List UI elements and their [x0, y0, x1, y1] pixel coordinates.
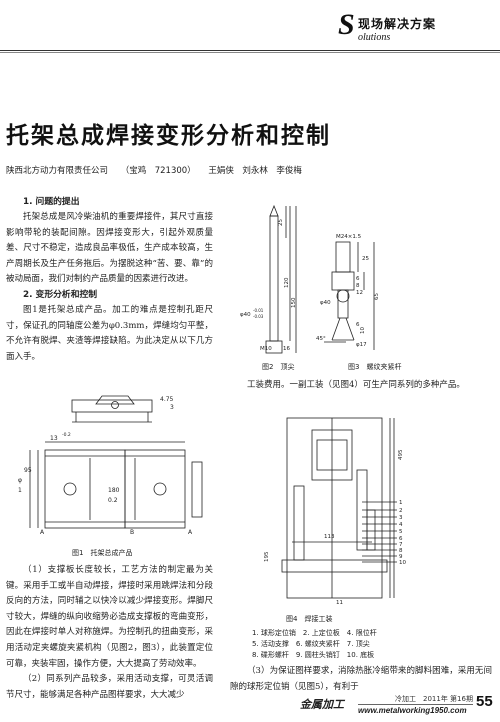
fig4-callout-1: 1	[399, 500, 403, 506]
fig3-dim-phi40: φ40	[320, 300, 331, 306]
fig4-dim-195: 195	[264, 551, 270, 562]
figure-1: 4.75 3 13 -0.2 1 φ 95 180 0.2 A A B	[10, 392, 210, 542]
fig2-dim-m10: M10	[260, 346, 272, 352]
fig2-tol-upper: -0.01	[253, 308, 264, 313]
fig4-callout-8: 8	[399, 548, 403, 554]
fig3-dim-65: 65	[374, 293, 380, 300]
fig3-dim-25: 25	[362, 256, 369, 262]
figure-3-caption: 图3 螺纹夹紧杆	[348, 363, 402, 371]
fig3-dim-6b: 6	[356, 322, 360, 328]
author-organization: 陕西北方动力有限责任公司	[6, 166, 109, 176]
fig4-callout-4: 4	[399, 522, 403, 528]
fig3-dim-6: 6	[356, 276, 360, 282]
footer-logo: 金属加工	[300, 698, 344, 711]
right-column-lower: （3）为保证图样要求，消除热胀冷缩带来的脚料困难，采用无间隙的球形定位销（见图5…	[230, 664, 492, 695]
figure-1-drawing: 4.75 3 13 -0.2 1 φ 95 180 0.2 A A B	[18, 395, 203, 536]
fig4-callout-2: 2	[399, 508, 403, 514]
brand-letter: S	[338, 8, 355, 41]
fig2-dim-150: 150	[291, 297, 297, 308]
figure-4-legend-line-2: 5. 活动支撑 6. 螺纹夹紧杆 7. 顶尖	[252, 640, 370, 648]
figure-3: M24×1.5 25 6 8 12 65 φ40 6 10 φ17 45°	[316, 230, 491, 360]
fig3-dim-phi17: φ17	[356, 342, 367, 348]
figure-4-drawing: 113 195 495 11 1 2 3 4 5 6 7 8 9 10	[264, 417, 406, 606]
fig1-dim-475: 4.75	[160, 396, 174, 403]
section-2-heading: 2. 变形分析和控制	[23, 289, 98, 300]
header-divider-thin	[0, 52, 500, 53]
header-divider	[0, 50, 500, 51]
author-names: 王娟侠 刘永林 李俊梅	[208, 166, 302, 176]
section-1-heading: 1. 问题的提出	[23, 197, 80, 207]
fig2-dim-120: 120	[284, 277, 290, 288]
footer-divider	[358, 704, 473, 705]
byline: 陕西北方动力有限责任公司 （宝鸡 721300） 王娟侠 刘永林 李俊梅	[6, 164, 312, 176]
fig2-dim-25: 25	[278, 219, 284, 226]
right-column-upper: 工装费用。一副工装（见图4）可生产同系列的多种产品。	[230, 378, 492, 394]
fig3-dim-12: 12	[356, 290, 363, 296]
fig1-dim-3: 3	[170, 404, 174, 411]
fig2-tol-lower: -0.03	[253, 314, 264, 319]
section-2-paragraph-2: （1）支撑板长度较长，工艺方法的制定最为关键。采用手工或半自动焊接，焊接时采用跳…	[6, 565, 213, 669]
section-2-paragraph-1: 图1是托架总成产品。加工的难点是控制孔距尺寸，保证孔的同轴度公差为φ0.3mm，…	[6, 304, 213, 362]
figure-4-legend-line-1: 1. 球形定位销 2. 上定位板 4. 限位杆	[252, 629, 377, 637]
left-column-upper: 1. 问题的提出 托架总成是风冷柴油机的重要焊接件，其尺寸直接影响带轮的装配间隙…	[6, 195, 213, 365]
fig1-datum-a: A	[40, 529, 45, 536]
fig4-callout-3: 3	[399, 515, 403, 521]
fig4-dim-113: 113	[324, 534, 335, 540]
left-column-lower: （1）支撑板长度较长，工艺方法的制定最为关键。采用手工或半自动焊接，焊接时采用跳…	[6, 563, 213, 703]
brand-chinese: 现场解决方案	[358, 17, 437, 31]
fig1-dim-180: 180	[108, 487, 120, 494]
author-address: （宝鸡 721300）	[120, 166, 196, 176]
brand-english: olutions	[358, 32, 391, 43]
fig1-dim-13: 13	[50, 435, 58, 442]
figure-4-legend-line-3: 8. 碟形螺杆 9. 圆柱头销钉 10. 底板	[252, 651, 375, 659]
page-number: 55	[476, 693, 493, 710]
section-2-paragraph-3: （2）同系列产品较多，采用活动支撑，可灵活调节尺寸，能够满足各种产品图样要求，大…	[6, 674, 213, 700]
fig3-dim-45deg: 45°	[316, 336, 326, 342]
fig1-datum-a2: A	[188, 529, 193, 536]
fig4-dim-11: 11	[336, 600, 343, 606]
fig4-dim-495: 495	[398, 449, 404, 460]
figure-2: 25 120 150 φ40 -0.01 -0.03 M10 16	[230, 198, 300, 358]
fig4-callout-5: 5	[399, 529, 403, 535]
right-paragraph-1: 工装费用。一副工装（见图4）可生产同系列的多种产品。	[247, 380, 465, 390]
page-footer: 金属加工 冷加工 2011年 第16期 www.metalworking1950…	[300, 692, 500, 722]
figure-4-legend: 1. 球形定位销 2. 上定位板 4. 限位杆 5. 活动支撑 6. 螺纹夹紧杆…	[252, 628, 482, 661]
figure-4: 113 195 495 11 1 2 3 4 5 6 7 8 9 10	[262, 410, 492, 610]
fig3-dim-10: 10	[360, 327, 366, 334]
fig4-callout-10: 10	[399, 560, 406, 566]
footer-url: www.metalworking1950.com	[358, 706, 467, 715]
fig1-dim-tol: -0.2	[62, 432, 71, 438]
fig4-callout-7: 7	[399, 542, 403, 548]
fig1-dim-1: 1	[18, 487, 22, 494]
fig1-dim-phi: φ	[18, 477, 22, 484]
fig1-datum-b: B	[130, 529, 134, 536]
footer-issue: 冷加工 2011年 第16期	[395, 695, 473, 703]
figure-1-caption: 图1 托架总成产品	[72, 549, 133, 557]
fig3-dim-8: 8	[356, 283, 360, 289]
header-brand: S 现场解决方案 olutions	[338, 8, 478, 46]
section-1-paragraph: 托架总成是风冷柴油机的重要焊接件，其尺寸直接影响带轮的装配间隙。因焊接变形大，引…	[6, 212, 213, 285]
fig2-dim-16: 16	[283, 346, 290, 352]
article-title: 托架总成焊接变形分析和控制	[6, 123, 331, 149]
figure-3-drawing: M24×1.5 25 6 8 12 65 φ40 6 10 φ17 45°	[316, 234, 380, 350]
fig1-dim-02: 0.2	[108, 497, 118, 504]
figure-2-drawing: 25 120 150 φ40 -0.01 -0.03 M10 16	[240, 204, 297, 354]
fig4-callout-9: 9	[399, 554, 403, 560]
fig1-dim-95: 95	[24, 467, 32, 474]
figure-4-caption: 图4 焊接工装	[286, 615, 333, 623]
fig4-callout-6: 6	[399, 536, 403, 542]
fig3-dim-m24: M24×1.5	[336, 234, 362, 240]
right-paragraph-2: （3）为保证图样要求，消除热胀冷缩带来的脚料困难，采用无间隙的球形定位销（见图5…	[230, 666, 492, 692]
figure-2-caption: 图2 顶尖	[262, 363, 295, 371]
fig2-dim-phi40: φ40	[240, 312, 251, 318]
